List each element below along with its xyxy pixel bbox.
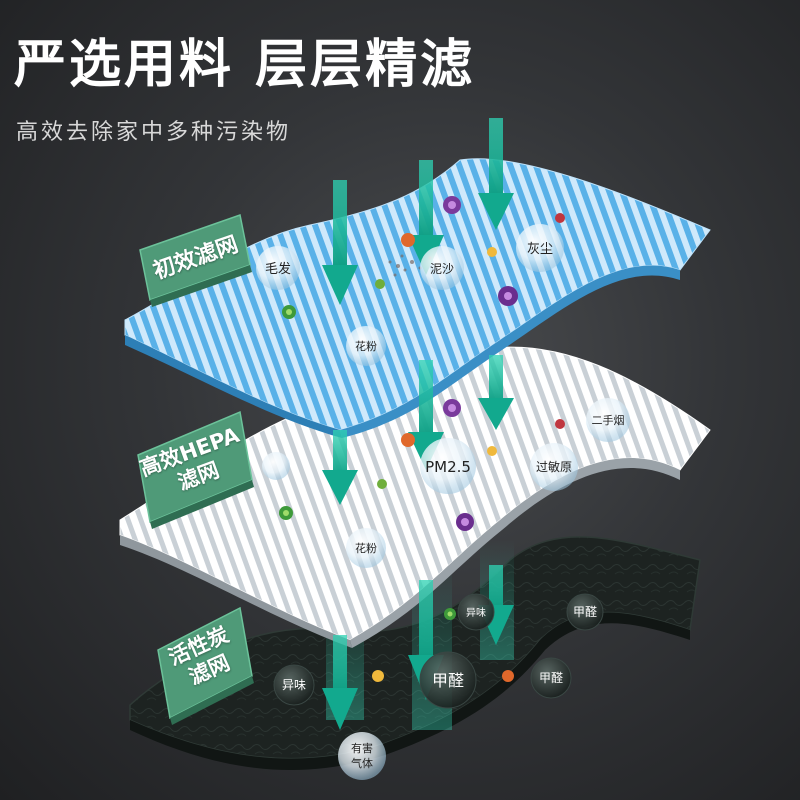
- particle-icon: [401, 233, 415, 247]
- particle-icon: [487, 446, 497, 456]
- pollutant-sand: 泥沙: [430, 262, 454, 276]
- pollutant-pm25: PM2.5: [425, 458, 471, 476]
- particle-icon: [487, 247, 497, 257]
- label-plate-primary: [139, 214, 252, 307]
- pollutant-harmful-line2: 气体: [351, 756, 373, 770]
- pollutant-smoke: 二手烟: [592, 413, 625, 427]
- down-arrow-icon: [322, 635, 358, 730]
- germ-icon: [443, 399, 461, 417]
- label-plate-hepa: [137, 410, 254, 529]
- germ-icon: [498, 286, 518, 306]
- pollutant-hair: 毛发: [265, 261, 291, 277]
- page-title: 严选用料 层层精滤: [14, 35, 476, 95]
- bacteria-icon: [279, 506, 293, 520]
- down-arrow-icon: [478, 118, 514, 230]
- particle-icon: [377, 479, 387, 489]
- bacteria-icon: [282, 305, 296, 319]
- pollutant-pollen-2: 花粉: [355, 542, 377, 555]
- pollutant-formaldehyde-3: 甲醛: [539, 670, 563, 685]
- pollutant-formaldehyde-1: 甲醛: [432, 671, 464, 690]
- particle-icon: [372, 670, 384, 682]
- page-subtitle: 高效去除家中多种污染物: [16, 120, 292, 145]
- particle-icon: [555, 213, 565, 223]
- down-arrow-icon: [322, 430, 358, 505]
- down-arrow-icon: [322, 180, 358, 305]
- particles: [279, 196, 565, 682]
- pollutant-harmful-line1: 有害: [351, 741, 373, 755]
- down-arrow-icon: [478, 355, 514, 430]
- label-plate-carbon: [157, 606, 254, 725]
- pollutant-odor-2: 异味: [466, 607, 486, 619]
- germ-icon: [456, 513, 474, 531]
- particle-icon: [401, 433, 415, 447]
- pollutant-allergen: 过敏原: [536, 459, 572, 474]
- pollutant-pollen-1: 花粉: [355, 340, 377, 353]
- particle-icon: [555, 419, 565, 429]
- pollutant-odor-1: 异味: [282, 678, 306, 692]
- pollutant-dust: 灰尘: [527, 242, 553, 257]
- pollutant-formaldehyde-2: 甲醛: [573, 604, 597, 619]
- layer-label-plates: [137, 214, 254, 725]
- bacteria-icon: [444, 608, 456, 620]
- particle-icon: [375, 279, 385, 289]
- germ-icon: [443, 196, 461, 214]
- label-bubbles: [256, 224, 630, 780]
- particle-icon: [502, 670, 514, 682]
